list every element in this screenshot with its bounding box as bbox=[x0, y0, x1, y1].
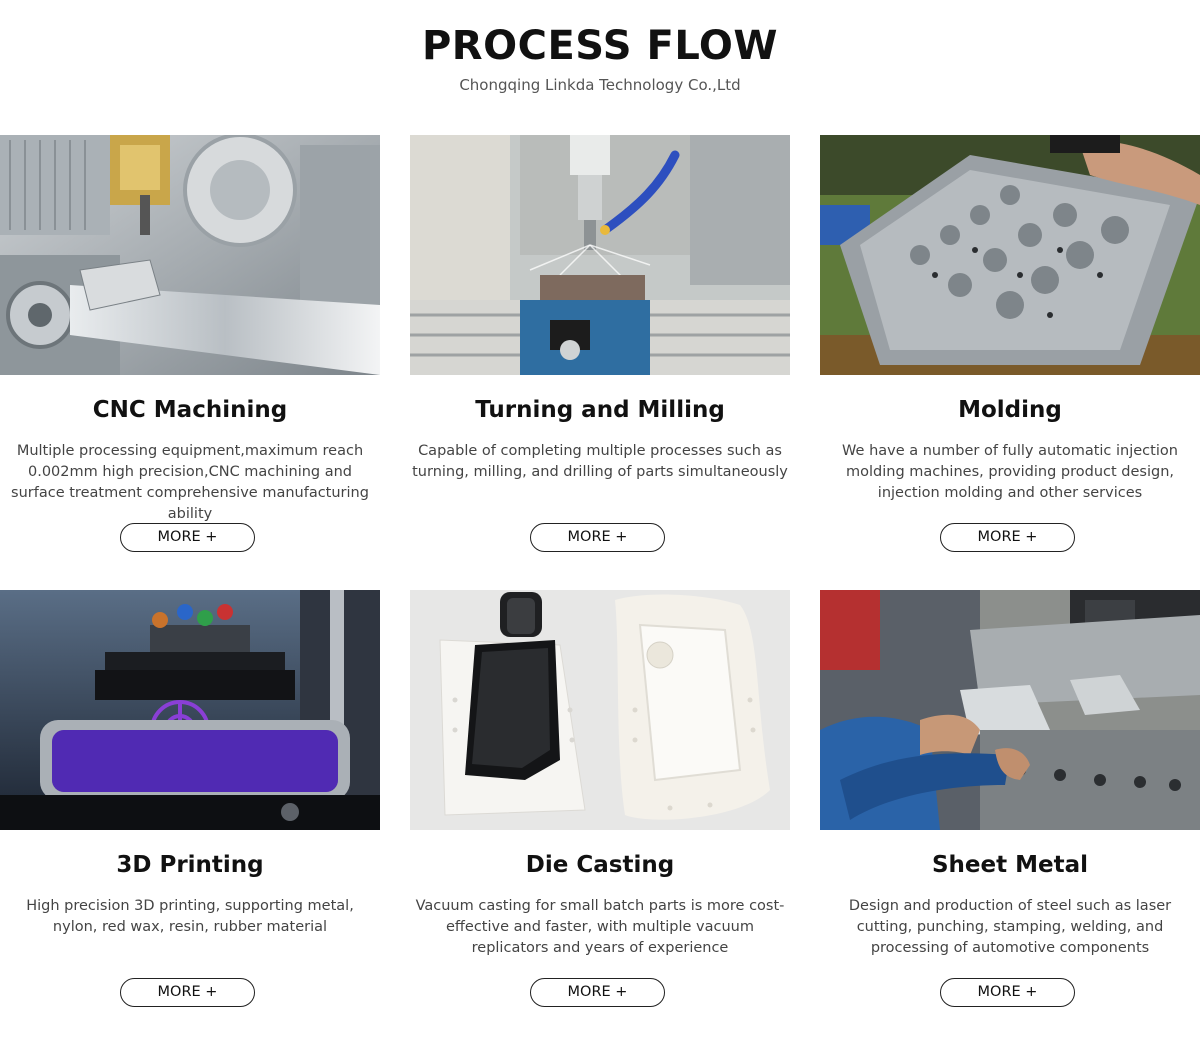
more-button[interactable]: MORE + bbox=[530, 523, 665, 552]
cnc-machine-photo bbox=[0, 135, 380, 375]
more-button[interactable]: MORE + bbox=[120, 523, 255, 552]
card-title: Die Casting bbox=[525, 852, 675, 878]
card-turning-milling: Turning and Milling Capable of completin… bbox=[410, 135, 790, 555]
page-title: PROCESS FLOW bbox=[421, 23, 779, 69]
more-button[interactable]: MORE + bbox=[120, 978, 255, 1007]
card-title: Sheet Metal bbox=[931, 852, 1089, 878]
more-button[interactable]: MORE + bbox=[940, 978, 1075, 1007]
milling-machine-photo bbox=[410, 135, 790, 375]
card-molding: Molding We have a number of fully automa… bbox=[820, 135, 1200, 555]
card-description: We have a number of fully automatic inje… bbox=[842, 443, 1178, 501]
card-title: CNC Machining bbox=[92, 397, 288, 423]
card-title: Turning and Milling bbox=[475, 397, 725, 423]
silicone-mold-casting-photo bbox=[410, 590, 790, 830]
card-title: Molding bbox=[958, 397, 1062, 423]
company-subtitle: Chongqing Linkda Technology Co.,Ltd bbox=[459, 76, 741, 94]
card-cnc-machining: CNC Machining Multiple processing equipm… bbox=[0, 135, 380, 555]
injection-mold-photo bbox=[820, 135, 1200, 375]
card-3d-printing: 3D Printing High precision 3D printing, … bbox=[0, 590, 380, 1010]
card-description: Vacuum casting for small batch parts is … bbox=[415, 898, 785, 956]
card-title: 3D Printing bbox=[116, 852, 264, 878]
card-description: Multiple processing equipment,maximum re… bbox=[11, 443, 369, 522]
more-button[interactable]: MORE + bbox=[530, 978, 665, 1007]
card-description: Design and production of steel such as l… bbox=[848, 898, 1172, 956]
card-sheet-metal: Sheet Metal Design and production of ste… bbox=[820, 590, 1200, 1010]
resin-3d-printer-photo bbox=[0, 590, 380, 830]
card-description: Capable of completing multiple processes… bbox=[412, 443, 788, 480]
press-brake-photo bbox=[820, 590, 1200, 830]
card-die-casting: Die Casting Vacuum casting for small bat… bbox=[410, 590, 790, 1010]
card-description: High precision 3D printing, supporting m… bbox=[26, 898, 354, 935]
more-button[interactable]: MORE + bbox=[940, 523, 1075, 552]
page-header: PROCESS FLOW Chongqing Linkda Technology… bbox=[0, 22, 1200, 94]
